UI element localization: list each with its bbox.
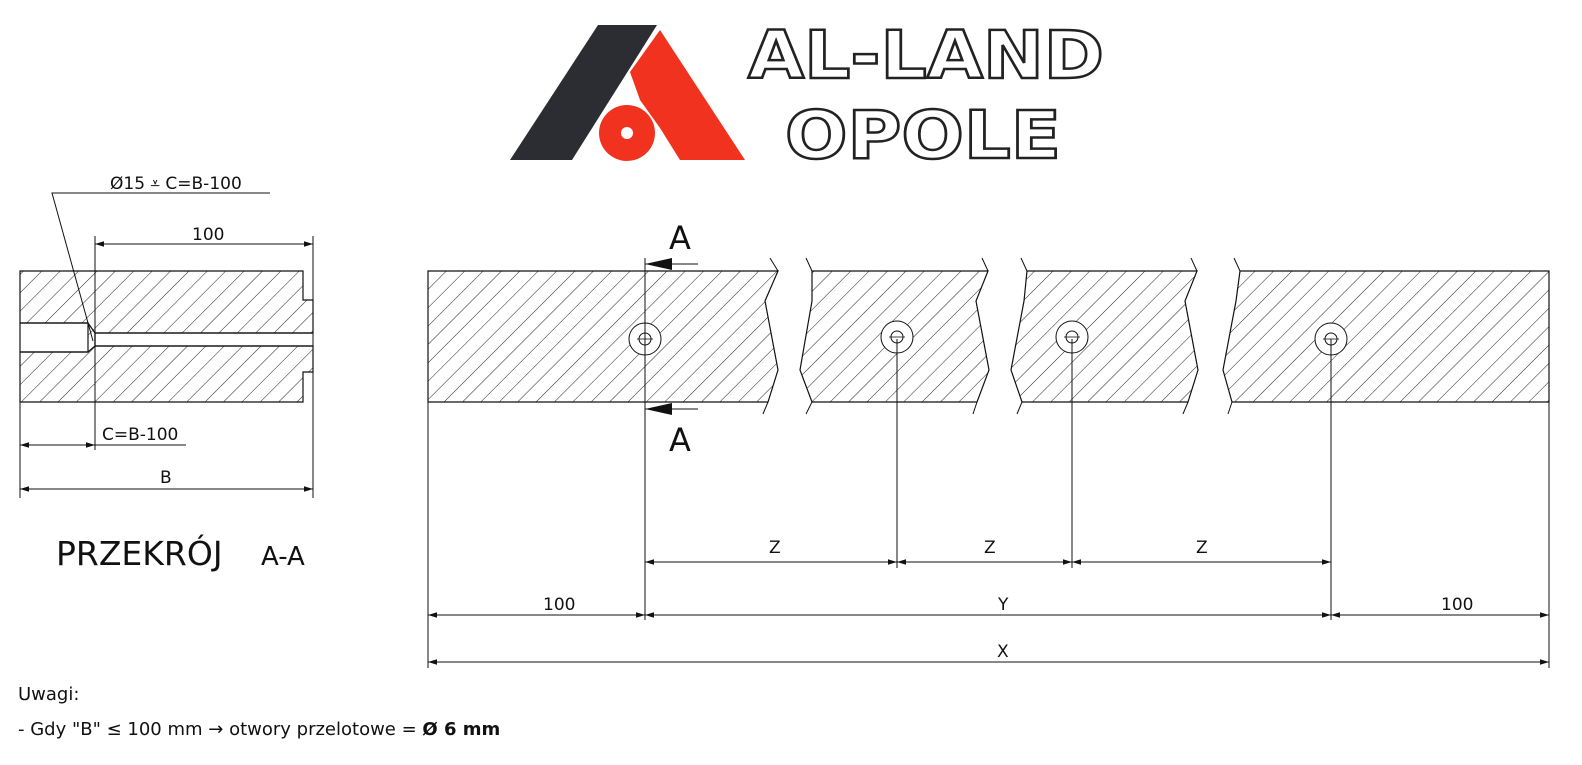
section-arrow-top xyxy=(645,258,698,270)
callout-leader xyxy=(51,192,270,342)
section-bore xyxy=(20,322,96,353)
section-view: Ø15 ⩡ C=B-100 100 C=B-100 B PRZEKRÓJ A-A xyxy=(19,174,314,573)
notes-line-1-value: Ø 6 mm xyxy=(422,719,501,740)
board-segment-1 xyxy=(427,270,779,403)
logo-circle-hole xyxy=(621,127,633,139)
dim-b-label: B xyxy=(160,468,172,488)
dim-left-label: 100 xyxy=(543,595,575,615)
board-segment-4 xyxy=(1222,270,1550,403)
section-marker-top: A xyxy=(669,219,691,257)
brand-logo: AL-LAND OPOLE xyxy=(510,16,1105,175)
notes-line-1: - Gdy "B" ≤ 100 mm → otwory przelotowe =… xyxy=(18,719,500,740)
logo-line1: AL-LAND xyxy=(748,17,1104,94)
dim-z3-label: Z xyxy=(1196,538,1208,558)
logo-red-triangle xyxy=(630,30,745,160)
hole-3 xyxy=(1055,320,1089,354)
notes-block: Uwagi: - Gdy "B" ≤ 100 mm → otwory przel… xyxy=(18,684,500,754)
board-segment-3 xyxy=(1010,270,1199,403)
notes-heading: Uwagi: xyxy=(18,684,80,705)
dim-y-label: Y xyxy=(997,595,1009,615)
dim-z2-label: Z xyxy=(984,538,996,558)
hole-callout: Ø15 ⩡ C=B-100 xyxy=(110,174,242,194)
section-arrow-bottom xyxy=(645,403,698,415)
main-view: A A Z Z Z 100 Y 100 X xyxy=(427,219,1550,668)
dim-right-label: 100 xyxy=(1441,595,1473,615)
dim-c-label: C=B-100 xyxy=(102,425,178,445)
dim-top-label: 100 xyxy=(192,225,224,245)
section-title: PRZEKRÓJ xyxy=(56,533,223,573)
section-title-sub: A-A xyxy=(261,542,305,572)
dim-x-label: X xyxy=(997,642,1009,662)
logo-line2: OPOLE xyxy=(785,97,1061,174)
section-body xyxy=(19,270,314,403)
logo-dark-stripe xyxy=(510,25,657,160)
notes-line-1-text: - Gdy "B" ≤ 100 mm → otwory przelotowe = xyxy=(18,719,423,740)
section-marker-bottom: A xyxy=(669,421,691,459)
dim-z1-label: Z xyxy=(769,538,781,558)
